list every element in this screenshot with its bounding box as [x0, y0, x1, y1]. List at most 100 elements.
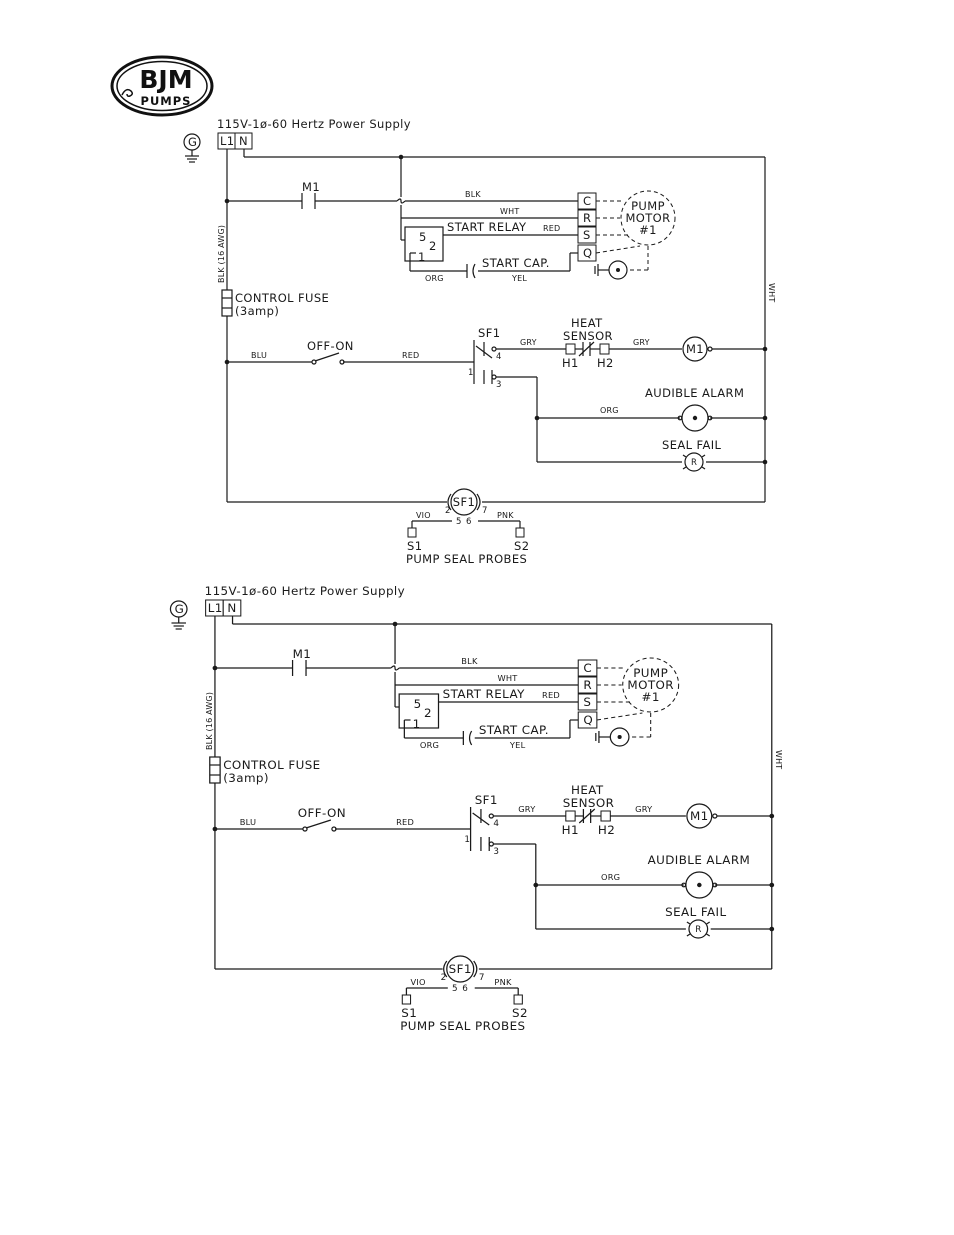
audible-alarm-label: AUDIBLE ALARM: [645, 386, 744, 400]
probe-s1-label: S1: [407, 539, 422, 553]
terminal-q: Q: [583, 246, 592, 260]
motor-ground-icon: [595, 727, 630, 747]
pump-motor-line1: PUMP: [631, 199, 665, 213]
terminal-r: R: [583, 211, 591, 225]
heat-label: HEAT: [571, 783, 604, 797]
m1-coil-icon: [682, 336, 708, 362]
terminal-c: C: [583, 194, 591, 208]
ground-label: G: [188, 135, 197, 149]
off-on-switch-icon: [311, 352, 345, 365]
off-on-switch-icon: [302, 819, 337, 832]
wire-label-pnk: PNK: [497, 511, 514, 520]
sensor-label: SENSOR: [563, 796, 615, 810]
m1-contact-label: M1: [293, 647, 312, 661]
relay-pin-2: 2: [424, 706, 432, 720]
control-fuse-label: CONTROL FUSE: [235, 291, 329, 305]
h1-label: H1: [562, 823, 579, 837]
wire-label-org-cap: ORG: [420, 740, 439, 750]
audible-alarm-label: AUDIBLE ALARM: [648, 853, 751, 867]
sf1-label: SF1: [475, 793, 498, 807]
wire-label-org-alarm: ORG: [601, 872, 620, 882]
sf1-pin-6: 6: [466, 517, 471, 527]
wiring-diagram-2: 115V-1ø-60 Hertz Power Supply L1 N G: [169, 584, 784, 1033]
pump-motor-dashed-leads: [596, 667, 652, 738]
relay-pin-1: 1: [413, 717, 421, 731]
fuse-rating-label: (3amp): [223, 771, 269, 785]
terminal-s: S: [583, 228, 591, 242]
ground-icon: [169, 600, 188, 630]
start-cap-label: START CAP.: [479, 723, 549, 737]
wire-label-vio: VIO: [411, 977, 426, 987]
sf1-pin-6: 6: [462, 984, 468, 994]
h2-label: H2: [598, 823, 615, 837]
pump-motor-line2: MOTOR: [625, 211, 670, 225]
h1-label: H1: [562, 356, 579, 370]
heat-sensor-icon: [575, 341, 600, 357]
sf1-pin-1: 1: [468, 368, 473, 378]
heat-sensor-icon: [575, 808, 601, 824]
supply-label: 115V-1ø-60 Hertz Power Supply: [205, 584, 406, 598]
sf1-pin-3: 3: [496, 380, 501, 390]
sf1-relay-label: SF1: [449, 962, 472, 976]
sf1-relay-label: SF1: [453, 495, 475, 509]
ground-icon: [183, 133, 201, 163]
start-capacitor-icon: [462, 730, 473, 746]
supply-label: 115V-1ø-60 Hertz Power Supply: [217, 117, 411, 131]
seal-fail-lamp-icon: [686, 919, 711, 939]
pump-motor-line3: #1: [639, 223, 657, 237]
sf1-contact-icon: [469, 807, 566, 929]
control-fuse-icon: [221, 289, 233, 317]
l1-terminal-label: L1: [208, 601, 223, 615]
logo-pumps-text: PUMPS: [141, 94, 192, 108]
bjm-pumps-logo: BJM PUMPS: [110, 55, 214, 117]
sf1-pin-2: 2: [441, 973, 447, 983]
start-relay-label: START RELAY: [447, 220, 527, 234]
wire-label-blk-16awg: BLK (16 AWG): [217, 225, 226, 283]
control-fuse-label: CONTROL FUSE: [223, 758, 320, 772]
terminal-q: Q: [583, 713, 593, 727]
pump-seal-probes-label: PUMP SEAL PROBES: [400, 1019, 525, 1033]
n-terminal-label: N: [239, 134, 248, 148]
sf1-pin-5: 5: [456, 517, 461, 527]
sf1-relay-icon: [450, 488, 478, 516]
wire-label-blk: BLK: [461, 656, 478, 666]
sf1-pin-3: 3: [493, 847, 499, 857]
sf1-pin-2: 2: [445, 506, 450, 516]
wiring-diagram-1: 115V-1ø-60 Hertz Power Supply L1 N G: [183, 117, 776, 566]
wire-label-gry-b: GRY: [635, 804, 652, 814]
wire-label-red-relay: RED: [542, 690, 560, 700]
wire-label-vio: VIO: [416, 511, 431, 520]
heat-label: HEAT: [571, 316, 603, 330]
motor-ground-icon: [594, 260, 628, 280]
wire-label-wht: WHT: [497, 673, 517, 683]
wire-label-wht-right: WHT: [774, 750, 784, 769]
wire-label-blk: BLK: [465, 190, 481, 199]
sf1-pin-5: 5: [452, 984, 458, 994]
wire-label-yel: YEL: [509, 740, 526, 750]
wire-label-wht-right: WHT: [767, 283, 776, 302]
pump-motor-dashed-leads: [595, 200, 649, 271]
wire-label-red: RED: [396, 817, 414, 827]
n-terminal-label: N: [227, 601, 236, 615]
sensor-label: SENSOR: [563, 329, 613, 343]
seal-fail-label: SEAL FAIL: [665, 905, 726, 919]
m1-coil-icon: [686, 803, 713, 829]
wire-label-gry-a: GRY: [518, 804, 535, 814]
wire-label-blu: BLU: [240, 817, 257, 827]
sf1-relay-icon: [446, 955, 475, 983]
wire-label-pnk: PNK: [494, 977, 512, 987]
seal-fail-r: R: [691, 458, 697, 468]
sf1-pin-7: 7: [479, 973, 485, 983]
sf1-pin-7: 7: [482, 506, 487, 516]
sf1-contact-icon: [473, 340, 566, 462]
circuit-wires: [214, 616, 773, 970]
h2-label: H2: [597, 356, 614, 370]
start-relay-label: START RELAY: [443, 687, 526, 701]
wire-label-org-cap: ORG: [425, 274, 444, 283]
m1-coil-label: M1: [690, 809, 709, 823]
probe-s1-label: S1: [401, 1006, 417, 1020]
m1-contact-label: M1: [302, 180, 320, 194]
seal-fail-lamp-icon: [682, 452, 706, 472]
pump-motor-line2: MOTOR: [627, 678, 674, 692]
fuse-rating-label: (3amp): [235, 304, 279, 318]
